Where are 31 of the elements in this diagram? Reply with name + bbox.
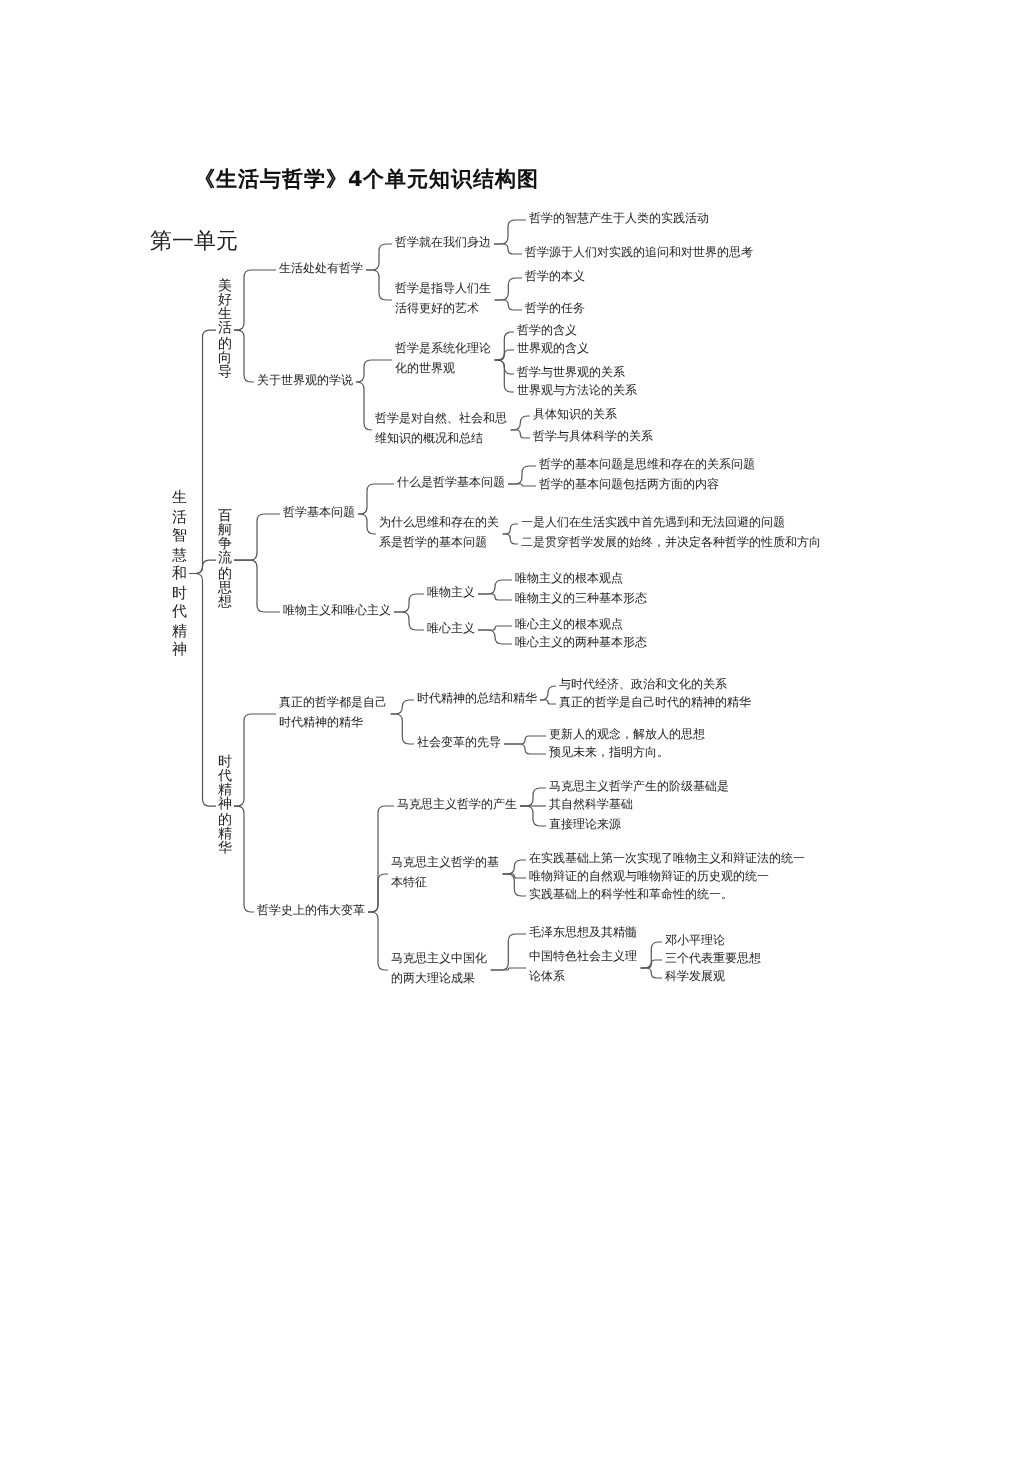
brace-line xyxy=(188,572,217,807)
title: 《生活与哲学》4个单元知识结构图 xyxy=(194,166,539,194)
brace-line xyxy=(507,483,537,487)
brace-line xyxy=(502,873,527,897)
brace-line xyxy=(494,299,523,311)
brace-line xyxy=(539,699,557,705)
brace-line xyxy=(493,243,523,255)
brace-line xyxy=(365,269,393,301)
brace-line xyxy=(490,967,527,971)
brace-line xyxy=(494,359,515,393)
brace-line xyxy=(233,713,277,807)
brace-line xyxy=(357,483,395,515)
brace-line xyxy=(503,743,547,755)
brace-line xyxy=(640,967,663,979)
brace-line xyxy=(494,349,515,361)
brace-line xyxy=(477,593,513,601)
unit-heading: 第一单元 xyxy=(150,227,238,254)
brace-line xyxy=(367,873,389,913)
brace-line xyxy=(390,713,415,745)
brace-line xyxy=(502,533,519,545)
brace-line xyxy=(519,805,547,827)
brace-line xyxy=(539,685,557,701)
brace-line xyxy=(477,629,513,645)
brace-line xyxy=(233,269,277,331)
brace-line xyxy=(510,429,531,439)
brace-line xyxy=(355,359,393,383)
brace-line xyxy=(355,381,373,431)
brace-line xyxy=(502,523,519,535)
brace-line xyxy=(390,699,415,715)
brace-line xyxy=(393,611,425,631)
brace-line xyxy=(357,513,377,535)
